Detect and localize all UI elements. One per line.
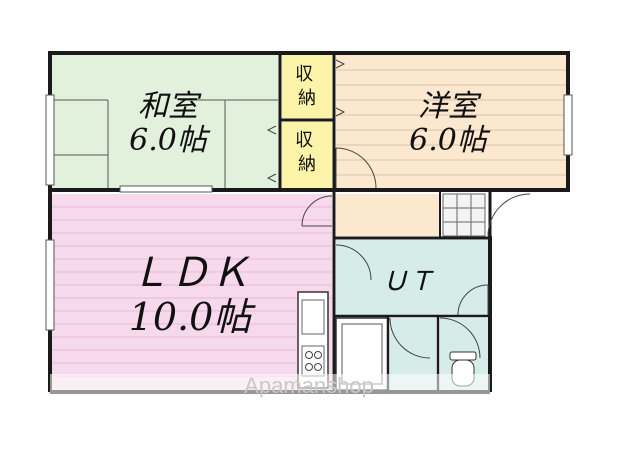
washitsu-size: 6.0帖	[129, 123, 211, 158]
closet-markers	[266, 59, 346, 183]
youshitsu-name: 洋室	[418, 89, 482, 124]
youshitsu-room	[336, 55, 566, 188]
watermark-band	[50, 374, 490, 394]
watermark: Apamanshop	[244, 373, 374, 398]
hallway	[336, 194, 440, 236]
storage-bottom	[282, 122, 332, 188]
washitsu-name: 和室	[138, 89, 202, 124]
storage-bottom-label: 収 納	[295, 130, 319, 175]
door-swings	[301, 147, 531, 359]
washitsu-room	[52, 55, 280, 188]
ldk-size: 10.0帖	[129, 295, 257, 339]
ut-room	[336, 240, 488, 315]
youshitsu-floor-lines	[336, 69, 566, 176]
washitsu-tatami-lines	[52, 99, 278, 188]
kitchen-counter	[297, 291, 329, 389]
storage-top-label: 収 納	[295, 64, 319, 109]
windows	[45, 94, 573, 331]
ut-name: ＵＴ	[382, 267, 434, 297]
ldk-name: ＬＤＫ	[130, 250, 250, 296]
ldk-room	[52, 194, 332, 390]
youshitsu-size: 6.0帖	[409, 123, 491, 158]
genkan-tiles	[442, 193, 486, 237]
storage-top	[282, 55, 332, 119]
